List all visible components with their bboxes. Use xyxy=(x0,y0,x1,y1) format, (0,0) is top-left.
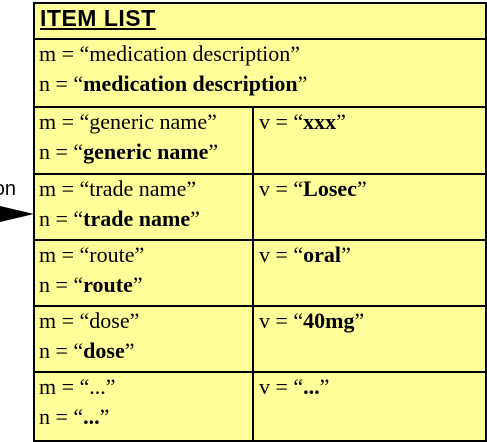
side-label: on xyxy=(0,178,16,200)
row-5-m: m = “...” xyxy=(39,374,116,399)
row-5-left: m = “...” n = “...” xyxy=(35,373,254,440)
row-0-m: m = “medication description” xyxy=(39,41,301,66)
row-4-n: n = “dose” xyxy=(39,338,135,363)
row-1-left: m = “generic name” n = “generic name” xyxy=(35,108,254,173)
row-4-left: m = “dose” n = “dose” xyxy=(35,307,254,371)
row-3-left: m = “route” n = “route” xyxy=(35,241,254,305)
row-5-v: v = “...” xyxy=(259,374,330,399)
row-4-right: v = “40mg” xyxy=(254,307,485,371)
row-1-right: v = “xxx” xyxy=(254,108,485,173)
row-3-m: m = “route” xyxy=(39,242,145,267)
arrow-pointer-icon xyxy=(0,206,34,222)
row-3: m = “route” n = “route” v = “oral” xyxy=(35,241,485,307)
row-0-n: n = “medication description” xyxy=(39,71,308,96)
row-4: m = “dose” n = “dose” v = “40mg” xyxy=(35,307,485,373)
item-list-title: ITEM LIST xyxy=(40,5,156,31)
item-list-box: ITEM LIST m = “medication description” n… xyxy=(33,2,487,442)
row-2-v: v = “Losec” xyxy=(259,176,367,201)
row-1-m: m = “generic name” xyxy=(39,109,217,134)
row-4-v: v = “40mg” xyxy=(259,308,365,333)
row-1-n: n = “generic name” xyxy=(39,139,219,164)
row-2-left: m = “trade name” n = “trade name” xyxy=(35,175,254,239)
row-1-v: v = “xxx” xyxy=(259,109,346,134)
row-5-n: n = “...” xyxy=(39,404,110,429)
row-2: m = “trade name” n = “trade name” v = “L… xyxy=(35,175,485,241)
row-2-n: n = “trade name” xyxy=(39,206,200,231)
row-2-m: m = “trade name” xyxy=(39,176,197,201)
row-2-right: v = “Losec” xyxy=(254,175,485,239)
row-0-cell: m = “medication description” n = “medica… xyxy=(35,40,485,106)
row-5: m = “...” n = “...” v = “...” xyxy=(35,373,485,440)
row-3-right: v = “oral” xyxy=(254,241,485,305)
row-3-v: v = “oral” xyxy=(259,242,351,267)
item-list-header: ITEM LIST xyxy=(35,4,485,40)
row-0: m = “medication description” n = “medica… xyxy=(35,40,485,108)
row-1: m = “generic name” n = “generic name” v … xyxy=(35,108,485,175)
row-4-m: m = “dose” xyxy=(39,308,140,333)
row-5-right: v = “...” xyxy=(254,373,485,440)
row-3-n: n = “route” xyxy=(39,272,143,297)
